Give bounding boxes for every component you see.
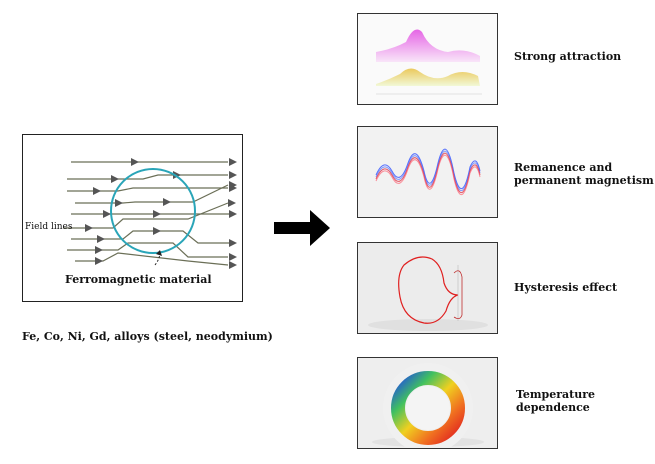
field-lines-diagram: Field lines Ferromagnetic material xyxy=(22,134,243,302)
remanence-label-line1: Remanence and xyxy=(514,161,613,174)
field-lines-drawing xyxy=(63,158,237,269)
field-lines xyxy=(63,161,233,266)
right-arrow-icon xyxy=(274,210,330,246)
field-arrowheads xyxy=(85,158,237,269)
temperature-label-line1: Temperature xyxy=(516,388,596,401)
pointer-arrowhead xyxy=(156,250,162,256)
temperature-image xyxy=(357,357,498,449)
remanence-label: Remanence and permanent magnetism xyxy=(514,161,654,187)
strong-attraction-image xyxy=(357,13,498,105)
remanence-label-line2: permanent magnetism xyxy=(514,174,654,187)
hysteresis-label: Hysteresis effect xyxy=(514,281,618,294)
temperature-label: Temperature dependence xyxy=(516,388,595,414)
materials-list: Fe, Co, Ni, Gd, alloys (steel, neodymium… xyxy=(22,330,273,343)
strong-attraction-label: Strong attraction xyxy=(514,50,622,63)
temperature-label-line2: dependence xyxy=(516,401,590,414)
ferromagnetic-material-label: Ferromagnetic material xyxy=(65,273,212,286)
field-lines-label: Field lines xyxy=(25,222,73,232)
remanence-image xyxy=(357,126,498,218)
ferromagnetic-circle xyxy=(110,168,196,254)
hysteresis-image xyxy=(357,242,498,334)
